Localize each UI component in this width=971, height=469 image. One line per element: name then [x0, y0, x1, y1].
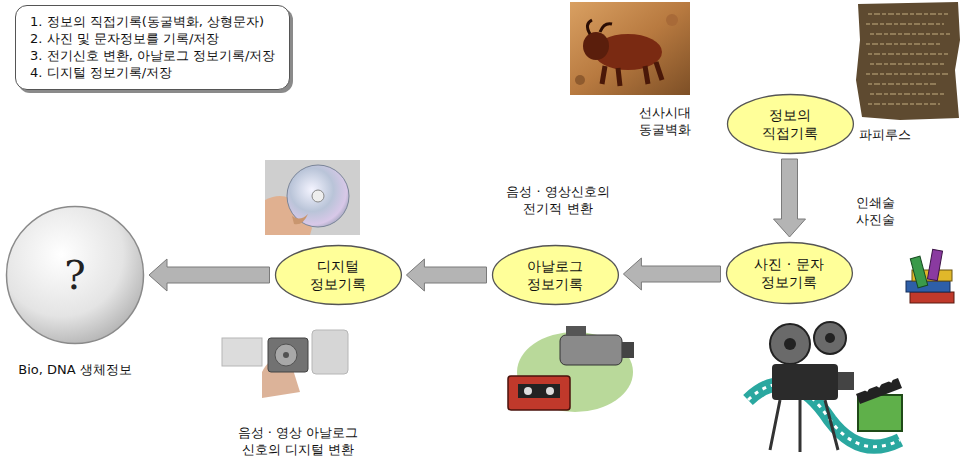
stage-name: 아날로그 정보기록	[514, 257, 596, 293]
ellipse-text: 디지털 정보기록	[297, 257, 379, 293]
faded-device	[312, 330, 348, 374]
list-item: 4. 디지털 정보기록/저장	[30, 64, 275, 81]
ellipse-shape	[727, 95, 853, 154]
tripod	[770, 400, 838, 452]
stage-ellipse: 사진 · 문자 정보기록	[725, 241, 854, 305]
list-item: 2. 사진 및 문자정보를 기록/저장	[30, 30, 275, 47]
wall-spot	[666, 14, 678, 26]
future-circle: ?Bio, DNA 생체정보	[5, 205, 145, 345]
stage-name: 디지털 정보기록	[297, 257, 379, 293]
movie-clipart	[748, 322, 902, 452]
film-reel	[770, 324, 810, 364]
disk-platter	[275, 344, 297, 366]
hard-disk	[268, 338, 308, 372]
annotation-label: 선사시대 동굴벽화	[632, 104, 698, 138]
ellipse-outline	[274, 244, 403, 306]
list-item: 1. 정보의 직접기록(동굴벽화, 상형문자)	[30, 13, 275, 30]
bison-legs	[602, 62, 662, 86]
tape-window	[518, 384, 560, 398]
tape-spool	[524, 387, 532, 395]
stage-name: 사진 · 문자 정보기록	[748, 255, 830, 291]
block-arrow	[774, 159, 806, 237]
compact-disc	[287, 165, 349, 227]
book	[910, 292, 954, 303]
flow-arrow	[623, 258, 720, 290]
circle-caption: Bio, DNA 생체정보	[18, 361, 132, 378]
clapper-top	[856, 378, 902, 404]
ellipse-text: 정보의 직접기록	[749, 106, 831, 142]
viewfinder	[566, 326, 586, 336]
annotation-label: 인쇄술 사진술	[850, 194, 900, 228]
wall-spot	[575, 75, 585, 85]
projector-body	[772, 364, 838, 400]
cave-wall	[570, 2, 690, 95]
disk-spindle	[283, 352, 289, 358]
flow-arrow	[406, 259, 486, 291]
projector-lens	[838, 372, 854, 390]
camcorder-body	[560, 335, 622, 365]
hard-disk-photo	[222, 330, 348, 398]
thumb	[292, 214, 308, 224]
books-icon	[906, 249, 954, 303]
ellipse-shape	[726, 243, 852, 304]
ellipse-text: 사진 · 문자 정보기록	[748, 255, 830, 291]
film-reel	[814, 322, 846, 354]
video-tape	[508, 376, 570, 410]
block-arrow	[623, 258, 720, 290]
disc-hole	[312, 190, 324, 202]
ellipse-outline	[726, 93, 855, 155]
cave-painting	[570, 2, 690, 95]
block-arrow	[406, 259, 486, 291]
book	[927, 249, 942, 280]
flow-arrow	[149, 259, 270, 291]
list-item: 3. 전기신호 변환, 아날로그 정보기록/저장	[30, 47, 275, 64]
cd-photo	[265, 160, 360, 235]
stage-ellipse: 아날로그 정보기록	[491, 244, 620, 306]
stage-ellipse: 디지털 정보기록	[274, 244, 403, 306]
circle-shape	[7, 207, 144, 344]
reel-hub	[825, 333, 835, 343]
ellipse-shape	[275, 246, 401, 305]
book	[910, 256, 927, 288]
block-arrow	[149, 259, 270, 291]
book	[906, 281, 950, 292]
camcorder-lens	[622, 342, 634, 358]
annotation-label: 파피루스	[859, 126, 911, 143]
reel-hub	[784, 338, 796, 350]
legend-list-box: 1. 정보의 직접기록(동굴벽화, 상형문자)2. 사진 및 문자정보를 기록/…	[15, 5, 290, 90]
papyrus-writing	[866, 14, 950, 104]
ellipse-text: 아날로그 정보기록	[514, 257, 596, 293]
stage-name: 정보의 직접기록	[749, 106, 831, 142]
faded-device	[222, 338, 262, 366]
stage-ellipse: 정보의 직접기록	[726, 93, 855, 155]
ellipse-outline	[725, 241, 854, 305]
bison-head	[583, 32, 609, 60]
question-mark: ?	[64, 253, 85, 297]
photo-ground	[265, 160, 360, 235]
tape-spool	[546, 387, 554, 395]
ellipse-outline	[491, 244, 620, 306]
bison-horns	[587, 20, 612, 34]
papyrus-sheet	[856, 2, 960, 120]
flow-arrow	[774, 159, 806, 237]
annotation-label: 음성 · 영상 아날로그 신호의 디지털 변환	[228, 424, 368, 458]
papyrus	[856, 2, 960, 120]
ellipse-shape	[492, 246, 618, 305]
annotation-label: 음성 · 영상신호의 전기적 변환	[496, 183, 621, 217]
clapper-stripes	[866, 374, 894, 391]
camcorder-clipart	[508, 326, 634, 412]
